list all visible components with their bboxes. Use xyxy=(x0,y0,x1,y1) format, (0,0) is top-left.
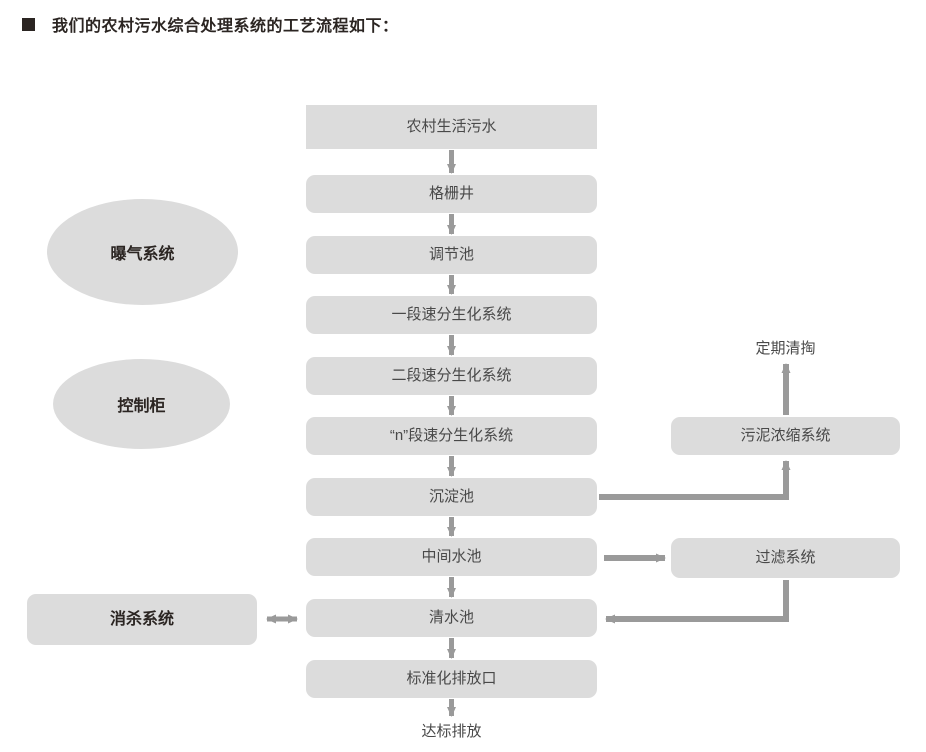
node-label: 沉淀池 xyxy=(428,487,474,505)
page-title-text: 我们的农村污水综合处理系统的工艺流程如下： xyxy=(52,18,399,35)
node-sedimentation-tank[interactable]: 沉淀池 xyxy=(306,478,597,516)
node-label: 标准化排放口 xyxy=(406,669,497,687)
node-regulating-tank[interactable]: 调节池 xyxy=(306,236,597,274)
node-control-cabinet[interactable]: 控制柜 xyxy=(53,359,230,449)
node-intermediate-pool[interactable]: 中间水池 xyxy=(306,538,597,576)
node-label: “n”段速分生化系统 xyxy=(389,426,514,444)
label-text: 定期清掏 xyxy=(755,340,816,357)
node-label: 控制柜 xyxy=(117,398,166,415)
connector-sedimentation-to-sludge xyxy=(599,460,791,500)
node-rural-sewage[interactable]: 农村生活污水 xyxy=(306,105,597,149)
node-label: 格栅井 xyxy=(428,184,474,202)
node-standard-outlet[interactable]: 标准化排放口 xyxy=(306,660,597,698)
label-text: 达标排放 xyxy=(421,723,482,740)
node-sludge-thickening-system[interactable]: 污泥浓缩系统 xyxy=(671,417,900,455)
node-disinfection-system[interactable]: 消杀系统 xyxy=(27,594,257,645)
node-label: 调节池 xyxy=(428,245,474,263)
node-label: 一段速分生化系统 xyxy=(391,305,512,323)
node-filtration-system[interactable]: 过滤系统 xyxy=(671,538,900,578)
node-label: 曝气系统 xyxy=(110,246,175,263)
node-label: 农村生活污水 xyxy=(406,117,497,135)
page-title: 我们的农村污水综合处理系统的工艺流程如下： xyxy=(0,0,926,48)
node-clear-water-pool[interactable]: 清水池 xyxy=(306,599,597,637)
node-aeration-system[interactable]: 曝气系统 xyxy=(47,199,238,305)
connector-filtration-to-clearwater xyxy=(605,580,789,624)
node-label: 消杀系统 xyxy=(109,610,174,628)
node-grille-well[interactable]: 格栅井 xyxy=(306,175,597,213)
node-stage-n-biochemical[interactable]: “n”段速分生化系统 xyxy=(306,417,597,455)
node-label: 过滤系统 xyxy=(755,548,816,566)
node-stage1-biochemical[interactable]: 一段速分生化系统 xyxy=(306,296,597,334)
node-label: 污泥浓缩系统 xyxy=(740,426,831,444)
node-label: 二段速分生化系统 xyxy=(391,366,512,384)
square-bullet-icon xyxy=(22,17,35,31)
node-stage2-biochemical[interactable]: 二段速分生化系统 xyxy=(306,357,597,395)
label-periodic-removal: 定期清掏 xyxy=(671,337,900,358)
node-label: 中间水池 xyxy=(421,547,482,565)
label-compliant-discharge: 达标排放 xyxy=(306,720,597,741)
node-label: 清水池 xyxy=(428,608,474,626)
